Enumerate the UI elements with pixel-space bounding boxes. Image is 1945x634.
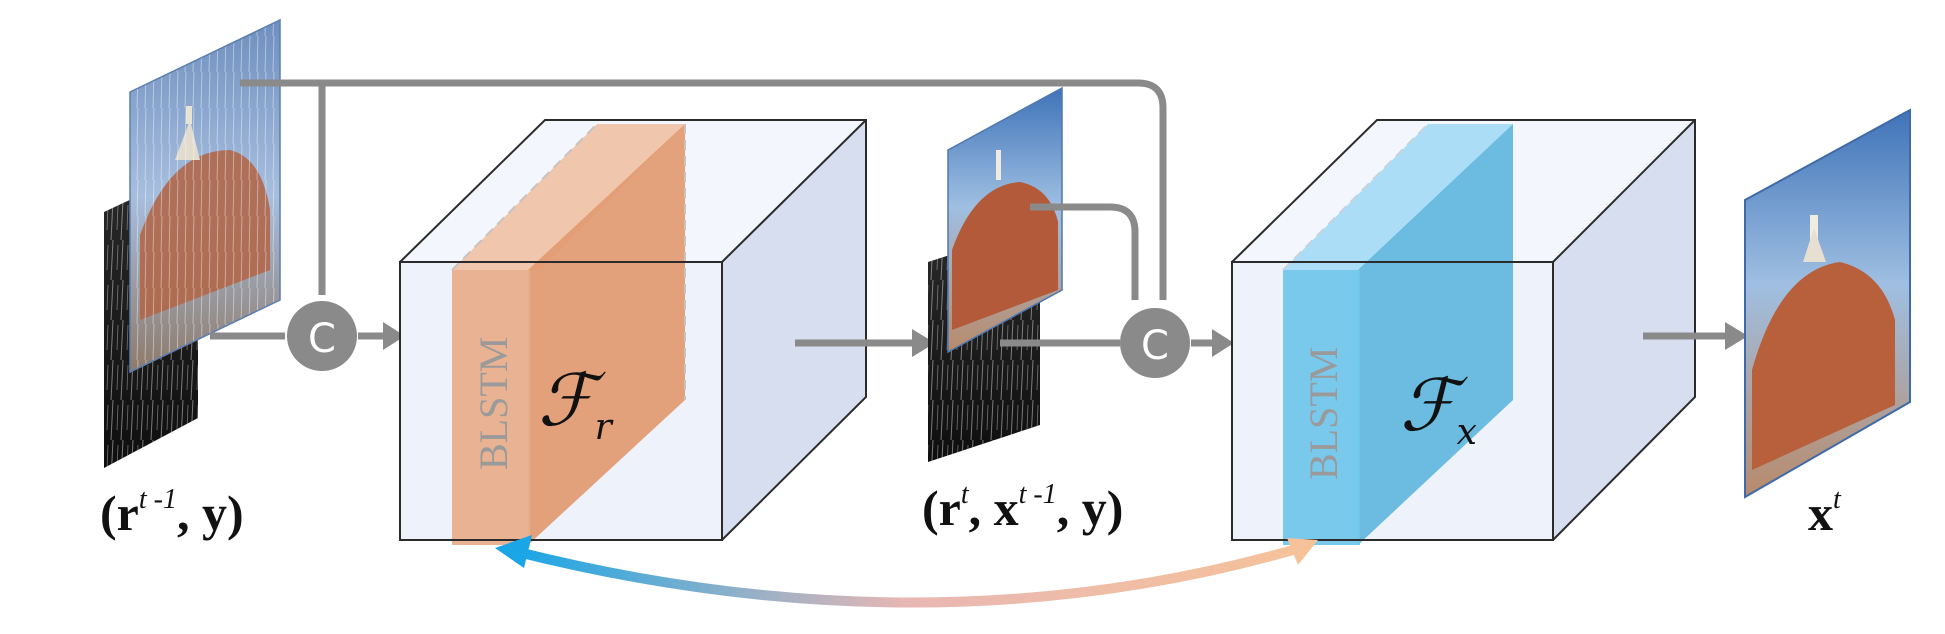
module-x-layer	[1282, 123, 1513, 545]
previous-estimate-image	[947, 86, 1063, 354]
concat-node-2: C	[1120, 308, 1190, 378]
svg-text:C: C	[1141, 323, 1169, 369]
left-input-label: (rt -1, y)	[100, 484, 244, 541]
module-r-blstm-label: BLSTM	[471, 337, 516, 470]
feedback-arrowhead-right	[1287, 538, 1318, 565]
concat-node-1: C	[287, 301, 357, 371]
module-r-layer	[451, 123, 686, 545]
output-label: xt	[1808, 484, 1842, 541]
module-r-cube: BLSTM ℱr	[399, 119, 867, 545]
module-x-cube: BLSTM ℱx	[1231, 119, 1696, 545]
recurrent-feedback-arrow	[495, 535, 1318, 608]
skip-connection-line	[240, 79, 1167, 300]
rainy-input-image	[129, 18, 281, 374]
input-images-left: (rt -1, y)	[100, 18, 281, 541]
middle-image-skip-line	[1030, 203, 1139, 300]
input-images-middle: (rt, xt -1, y)	[922, 86, 1123, 536]
middle-input-label: (rt, xt -1, y)	[922, 479, 1123, 536]
feedback-arrowhead-left	[495, 535, 532, 568]
module-x-blstm-label: BLSTM	[1301, 347, 1346, 480]
svg-text:C: C	[308, 316, 336, 362]
output-image: xt	[1744, 108, 1911, 541]
